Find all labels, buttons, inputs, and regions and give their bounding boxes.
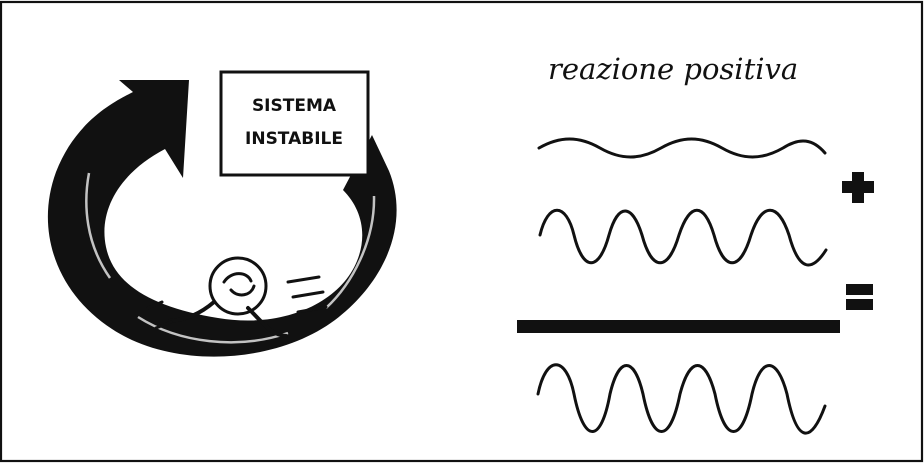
equals-operator [846,284,873,310]
larger-output-wave [536,363,827,435]
system-label-line-1: SISTEMA [252,96,337,116]
unstable-system-illustration [47,80,397,357]
equals-bottom-bar [846,299,873,310]
plus-horizontal-bar [842,181,874,193]
large-feedback-wave [538,208,828,267]
running-ball-character [146,256,328,338]
plus-operator [842,172,874,203]
character-legs [168,300,288,338]
arrow-speckle-highlights [85,172,376,344]
result-divider-line [517,320,840,333]
circular-arrow [47,80,397,357]
small-input-wave [537,137,827,159]
unstable-system-box: SISTEMA INSTABILE [219,70,370,177]
system-label-line-2: INSTABILE [245,129,343,149]
equals-top-bar [846,284,873,295]
motion-lines [146,275,328,330]
character-face [222,272,256,297]
system-box-outline [219,70,370,177]
character-head [208,256,268,316]
positive-feedback-title: reazione positiva [548,52,798,86]
